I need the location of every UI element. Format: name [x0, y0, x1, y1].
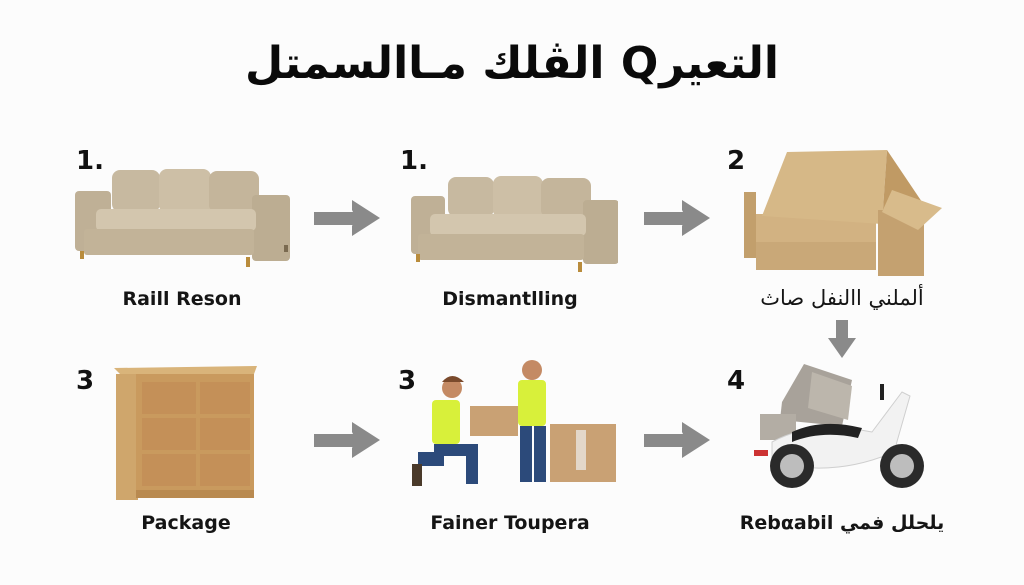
step-number: 2: [727, 146, 746, 176]
arrow-right-icon: [314, 422, 380, 458]
step-label: Raill Reson: [122, 288, 242, 310]
arrow-right-icon: [314, 200, 380, 236]
sofa-icon: [411, 176, 618, 272]
step-label: Fainer Toupera: [430, 512, 590, 534]
sofa-icon: [75, 169, 290, 267]
arrow-right-icon: [644, 422, 710, 458]
workers-boxes-icon: [412, 360, 616, 486]
step-label: Rebαabil يلحلل فمي: [739, 512, 945, 534]
step-number: 3: [76, 366, 95, 396]
arrow-down-icon: [828, 320, 856, 358]
diagram-title: التعيرQ الڤلك مـاالسمتل: [245, 38, 779, 89]
step-number: 1.: [400, 146, 428, 176]
step-label: Package: [141, 512, 231, 534]
scooter-delivery-icon: [754, 364, 924, 488]
step-number: 4: [727, 366, 746, 396]
step-number: 1.: [76, 146, 104, 176]
arrow-right-icon: [644, 200, 710, 236]
step-number: 3: [398, 366, 417, 396]
step-label: ألملني االنفل صاث: [760, 286, 924, 310]
step-label: Dismantlling: [442, 288, 578, 310]
wooden-cabinet-icon: [114, 366, 257, 500]
cardboard-sofa-icon: [744, 150, 942, 276]
